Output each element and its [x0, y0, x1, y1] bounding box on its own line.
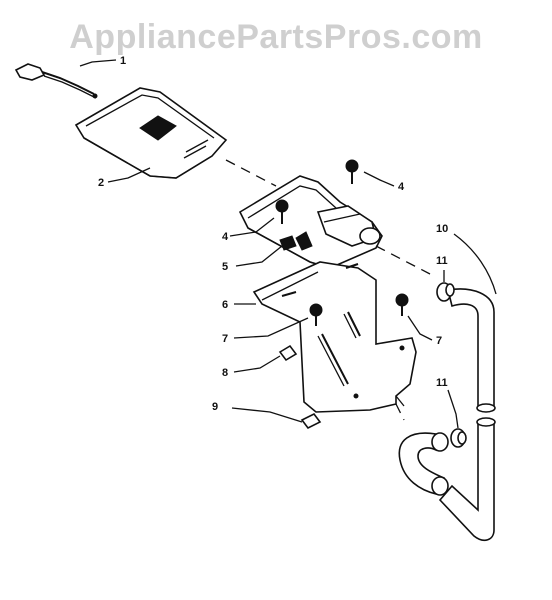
assembly-line-c [395, 403, 405, 421]
part-7-screw-left [309, 303, 323, 326]
callout-5: 5 [222, 261, 228, 273]
part-8-clip [278, 344, 298, 362]
part-4-screw-upper [345, 159, 359, 184]
part-1-lever [14, 63, 98, 99]
assembly-line-b [375, 245, 431, 275]
assembly-line-a [225, 159, 277, 187]
callout-7-left: 7 [222, 333, 228, 345]
part-2-housing [74, 87, 228, 179]
callout-11-lower: 11 [436, 377, 448, 389]
part-6-mounting-plate [252, 261, 417, 413]
part-7-screw-right [395, 293, 409, 316]
part-11-clamp-upper [436, 282, 455, 302]
part-9-clip [300, 412, 322, 430]
callout-6: 6 [222, 299, 228, 311]
part-4-screw-lower [275, 199, 289, 224]
callout-7-right: 7 [436, 335, 442, 347]
part-10-tubing [398, 288, 496, 542]
callout-8: 8 [222, 367, 228, 379]
site-watermark: AppliancePartsPros.com [69, 18, 483, 56]
callout-1: 1 [120, 55, 126, 67]
leader-lines [79, 59, 497, 429]
callout-4-upper: 4 [398, 181, 405, 193]
callout-9: 9 [212, 401, 218, 413]
callout-11-upper: 11 [436, 255, 448, 267]
valve-body [238, 175, 383, 269]
part-11-clamp-lower [450, 428, 467, 448]
callout-2: 2 [98, 177, 104, 189]
part-5-fastener [279, 235, 297, 251]
callout-10: 10 [436, 223, 448, 235]
callout-4-lower: 4 [222, 231, 229, 243]
